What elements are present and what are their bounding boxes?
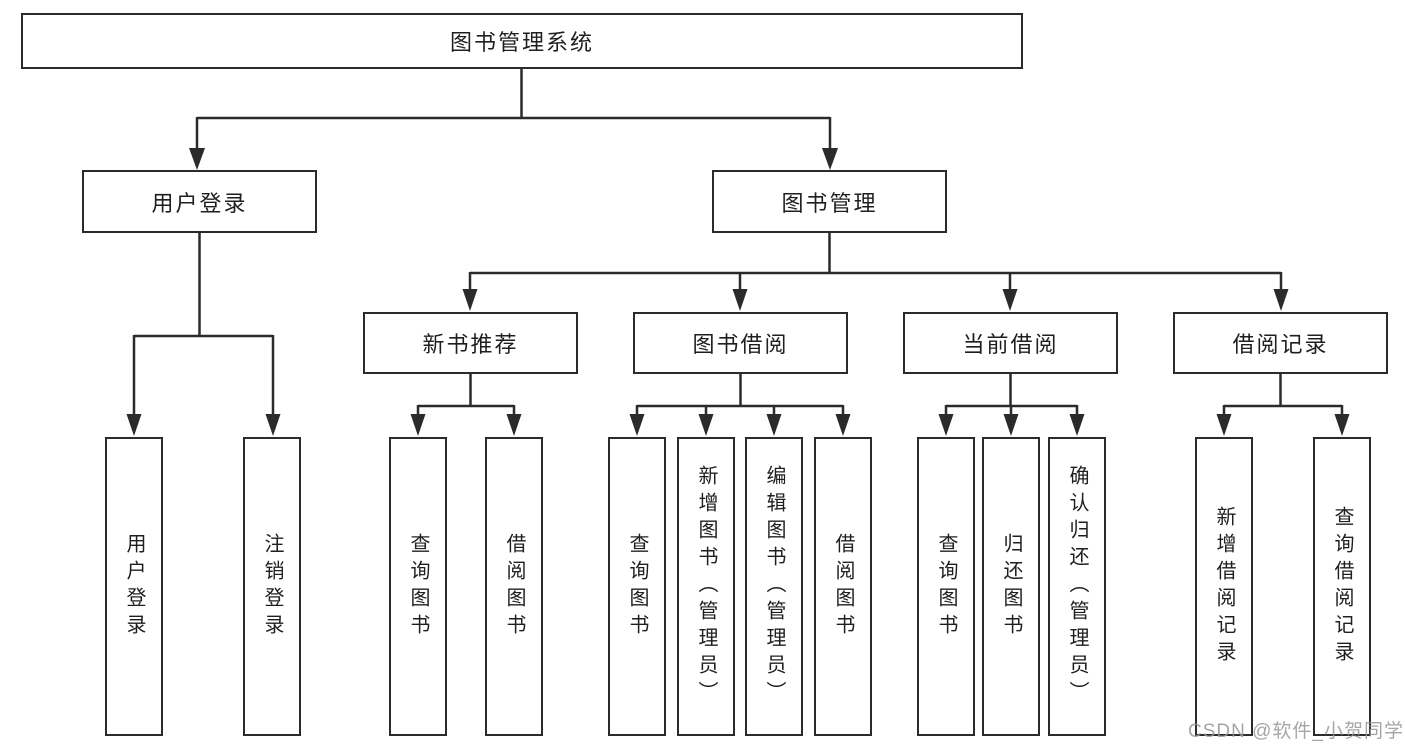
node-user-login-label: 用户登录 <box>151 190 248 216</box>
node-book-borrow-label: 图书借阅 <box>692 332 789 357</box>
node-borrow-records: 借阅记录 <box>1173 312 1388 374</box>
node-root: 图书管理系统 <box>21 13 1023 69</box>
leaf-borrow-books: 借阅图书 <box>814 437 872 736</box>
node-book-borrow: 图书借阅 <box>633 312 848 374</box>
leaf-borrow-query-books: 查询图书 <box>608 437 666 736</box>
node-new-book-rec-label: 新书推荐 <box>422 332 519 357</box>
leaf-user-login-label: 用户登录 <box>123 532 145 641</box>
leaf-query-borrow-record: 查询借阅记录 <box>1313 437 1371 736</box>
node-current-borrow: 当前借阅 <box>903 312 1118 374</box>
leaf-query-borrow-record-label: 查询借阅记录 <box>1331 505 1353 668</box>
leaf-current-query-books-label: 查询图书 <box>935 532 957 641</box>
leaf-add-books-admin: 新增图书（管理员） <box>677 437 735 736</box>
leaf-edit-books-admin: 编辑图书（管理员） <box>745 437 803 736</box>
leaf-logout: 注销登录 <box>243 437 301 736</box>
node-borrow-records-label: 借阅记录 <box>1232 332 1329 357</box>
node-root-label: 图书管理系统 <box>449 30 594 55</box>
leaf-logout-label: 注销登录 <box>261 532 283 641</box>
leaf-edit-books-admin-label: 编辑图书（管理员） <box>763 465 785 708</box>
node-book-mgmt: 图书管理 <box>712 170 947 233</box>
node-current-borrow-label: 当前借阅 <box>962 332 1059 357</box>
leaf-borrow-query-books-label: 查询图书 <box>626 532 648 641</box>
csdn-watermark: CSDN @软件_小贺同学 <box>1188 721 1404 742</box>
leaf-newrec-borrow-books-label: 借阅图书 <box>503 532 525 641</box>
node-new-book-rec: 新书推荐 <box>363 312 578 374</box>
leaf-return-books-label: 归还图书 <box>1000 532 1022 641</box>
leaf-borrow-books-label: 借阅图书 <box>832 532 854 641</box>
leaf-newrec-borrow-books: 借阅图书 <box>485 437 543 736</box>
leaf-newrec-query-books-label: 查询图书 <box>407 532 429 641</box>
leaf-add-borrow-record: 新增借阅记录 <box>1195 437 1253 736</box>
leaf-current-query-books: 查询图书 <box>917 437 975 736</box>
node-book-mgmt-label: 图书管理 <box>781 190 878 216</box>
leaf-add-borrow-record-label: 新增借阅记录 <box>1213 505 1235 668</box>
leaf-confirm-return-admin-label: 确认归还（管理员） <box>1066 465 1088 708</box>
leaf-user-login: 用户登录 <box>105 437 163 736</box>
leaf-add-books-admin-label: 新增图书（管理员） <box>695 465 717 708</box>
leaf-newrec-query-books: 查询图书 <box>389 437 447 736</box>
node-user-login: 用户登录 <box>82 170 317 233</box>
leaf-confirm-return-admin: 确认归还（管理员） <box>1048 437 1106 736</box>
leaf-return-books: 归还图书 <box>982 437 1040 736</box>
